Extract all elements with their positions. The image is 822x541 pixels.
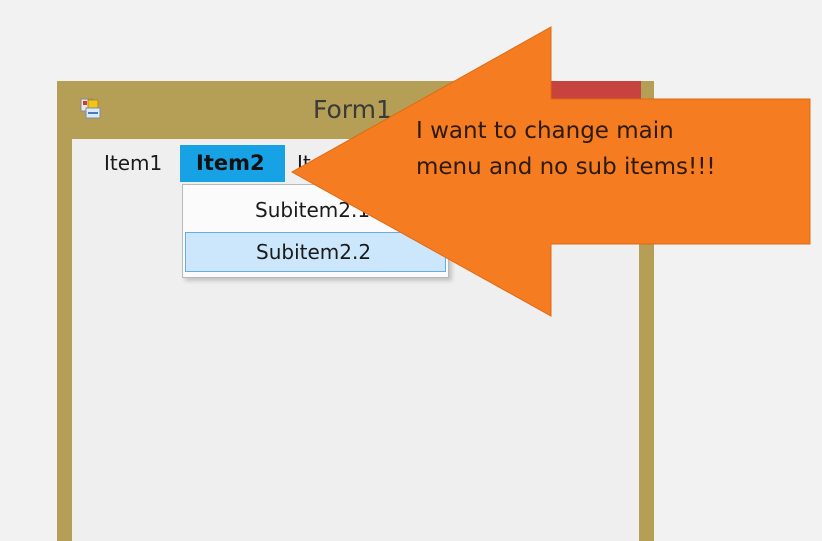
item2-dropdown-menu: Subitem2.1 Subitem2.2	[182, 184, 449, 278]
window-title: Form1	[313, 95, 392, 124]
submenu-item-subitem2-1[interactable]: Subitem2.1	[255, 198, 371, 222]
callout-text: I want to change main menu and no sub it…	[416, 118, 716, 180]
close-button[interactable]	[551, 81, 641, 109]
menu-item-item2[interactable]: Item2	[180, 145, 285, 182]
menu-item-item1[interactable]: Item1	[104, 151, 163, 175]
form-app-icon	[80, 98, 101, 119]
menu-item-item3[interactable]: Item3	[297, 151, 311, 175]
submenu-item-subitem2-2[interactable]: Subitem2.2	[185, 232, 446, 272]
